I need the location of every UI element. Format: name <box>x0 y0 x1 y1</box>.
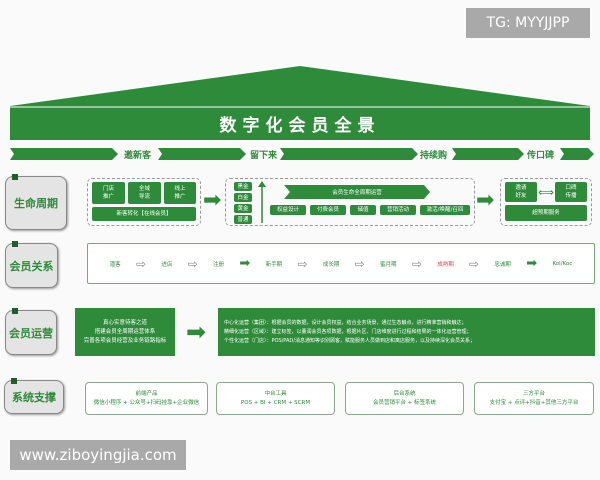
level-platinum: 白金 <box>234 193 252 202</box>
row-label-systems: 系统支撑 <box>4 378 64 414</box>
row-label-lifecycle: 生命周期 <box>5 174 67 230</box>
roof-banner <box>10 66 590 140</box>
system-third-party: 三方平台支付宝 + 点评+抖音+其他三方平台 <box>474 382 594 415</box>
hollow-arrow-icon: ⇨ <box>354 256 365 271</box>
channel-online: 线上 推广 <box>164 182 196 204</box>
referral-group: 邀请 好友 ⟺ 口碑 传播 超预期服务 <box>500 178 592 226</box>
item-stored-value: 储值 <box>350 205 376 215</box>
principle-line: 搭建会员全周期运营体系 <box>94 328 156 335</box>
pin-icon <box>12 308 18 314</box>
lifecycle-banner-arrow <box>284 185 430 199</box>
level-gold: 黄金 <box>234 204 252 213</box>
hollow-arrow-icon: ⇨ <box>187 256 198 271</box>
stage-3: 新手期 <box>265 261 283 268</box>
label-text: 系统支撑 <box>12 391 56 404</box>
system-title: 三方平台 <box>522 390 545 397</box>
phase-retain: 留下来 <box>250 151 278 161</box>
arrow-up-icon <box>258 181 266 223</box>
pin-icon <box>12 174 18 180</box>
stage-2: 注册 <box>213 261 225 268</box>
principle-line: 真心实意待客之道 <box>102 319 147 326</box>
system-title: 前端产品 <box>135 390 158 397</box>
exceed-expectation-service: 超预期服务 <box>505 205 587 221</box>
pin-icon <box>12 241 18 247</box>
new-customer-conversion: 新客转化【在线会员】 <box>92 207 196 221</box>
system-frontend: 前端产品微信小程序 + 公众号+扫码挂靠+企业微信 <box>85 382 208 415</box>
channel-store: 门店 推广 <box>92 182 125 204</box>
system-title: 后台系统 <box>393 390 416 397</box>
stage-7: 忠诚期 <box>494 261 511 268</box>
row-label-relationship: 会员关系 <box>5 241 58 288</box>
hollow-arrow-icon: ⇨ <box>411 256 422 271</box>
lifecycle-banner: 会员生命全周期运营 <box>332 190 382 196</box>
operation-levels: 中心化运营（集团）：根据会员的数据，设计会员权益，结合业务场景，通过生态触点，进… <box>218 308 595 356</box>
stage-5: 蜜月期 <box>380 261 397 268</box>
phase-repurchase: 持续购 <box>420 151 448 161</box>
retain-group: 黑金 白金 黄金 普通 会员生命全周期运营 权益设计 付费会员 储值 营销活动 … <box>225 178 475 226</box>
item-benefit-design: 权益设计 <box>270 205 306 215</box>
label-text: 会员关系 <box>9 259 54 273</box>
stage-4: 成长期 <box>322 261 340 268</box>
system-backend: 后台系统会员营销平台 + 标签系统 <box>345 382 464 415</box>
level-black-gold: 黑金 <box>234 182 252 191</box>
stage-6: 成熟期 <box>437 261 454 268</box>
level-regular: 普通 <box>234 215 252 224</box>
arrow-right-icon: ➡ <box>476 188 495 213</box>
stage-0: 潜客 <box>109 261 121 268</box>
label-text: 生命周期 <box>14 197 58 210</box>
item-paid-member: 付费会员 <box>310 205 346 215</box>
acquire-group: 门店 推广 全域 导流 线上 推广 新客转化【在线会员】 <box>87 178 201 226</box>
operation-central: 中心化运营（集团）：根据会员的数据，设计会员权益，结合业务场景，通过生态触点，进… <box>224 320 467 326</box>
operation-regional: 精细化运营（区域）：建立标签，以董润会员各项数据，根据片区、门店维度进行过程和结… <box>224 329 472 335</box>
watermark-bottom: www.ziboyingjia.com <box>10 440 186 470</box>
solid-arrow-icon: ➡ <box>239 256 251 271</box>
hollow-arrow-icon: ⇨ <box>135 256 147 271</box>
system-desc: 会员营销平台 + 标签系统 <box>372 399 437 406</box>
page-title: 数字化会员全景 <box>219 115 381 136</box>
system-desc: POS + BI + CRM + SCRM <box>240 399 311 406</box>
arrow-right-icon: ➡ <box>203 188 222 213</box>
item-reactivation: 激活/唤醒/召回 <box>420 205 470 215</box>
arrow-right-icon: ➡ <box>186 318 207 346</box>
phase-referral: 传口碑 <box>527 151 555 161</box>
system-middle: 中台工具 POS + BI + CRM + SCRM <box>216 382 335 415</box>
pin-icon <box>11 378 17 384</box>
principle-line: 完善各项会员经营及业务链路指标 <box>83 337 167 344</box>
stage-1: 进店 <box>161 261 173 268</box>
word-of-mouth: 口碑 传播 <box>555 182 587 202</box>
bidirectional-arrow-icon: ⟺ <box>538 185 554 199</box>
channel-omni: 全域 导流 <box>128 182 161 204</box>
stage-8: Kol/Koc <box>552 260 573 267</box>
system-desc: 支付宝 + 点评+抖音+其他三方平台 <box>489 399 579 406</box>
operation-store: 个性化运营（门店）：POS/PAD/消息通知等识别顾客，赋能服务人员做到店和离店… <box>224 338 475 344</box>
relationship-flow: 潜客 ⇨ 进店 ⇨ 注册 ➡ 新手期 ⇨ 成长期 ⇨ 蜜月期 ⇨ 成熟期 ⇨ 忠诚期 ➡ Kol/Koc <box>87 243 595 284</box>
system-desc: 微信小程序 + 公众号+扫码挂靠+企业微信 <box>93 399 200 406</box>
hollow-arrow-icon: ⇨ <box>297 256 308 271</box>
item-marketing: 营销活动 <box>380 205 416 215</box>
label-text: 会员运营 <box>9 326 53 340</box>
watermark-top: TG: MYYJJPP <box>466 8 590 38</box>
phase-acquire: 邀新客 <box>124 151 152 161</box>
system-title: 中台工具 <box>264 390 287 397</box>
operation-principles: 真心实意待客之道 搭建会员全周期运营体系 完善各项会员经营及业务链路指标 <box>75 308 175 356</box>
invite-friends: 邀请 好友 <box>505 182 537 202</box>
hollow-arrow-icon: ⇨ <box>469 256 480 271</box>
solid-arrow-icon: ➡ <box>526 256 538 271</box>
phase-arrows <box>10 148 594 160</box>
row-label-operation: 会员运营 <box>5 308 57 355</box>
